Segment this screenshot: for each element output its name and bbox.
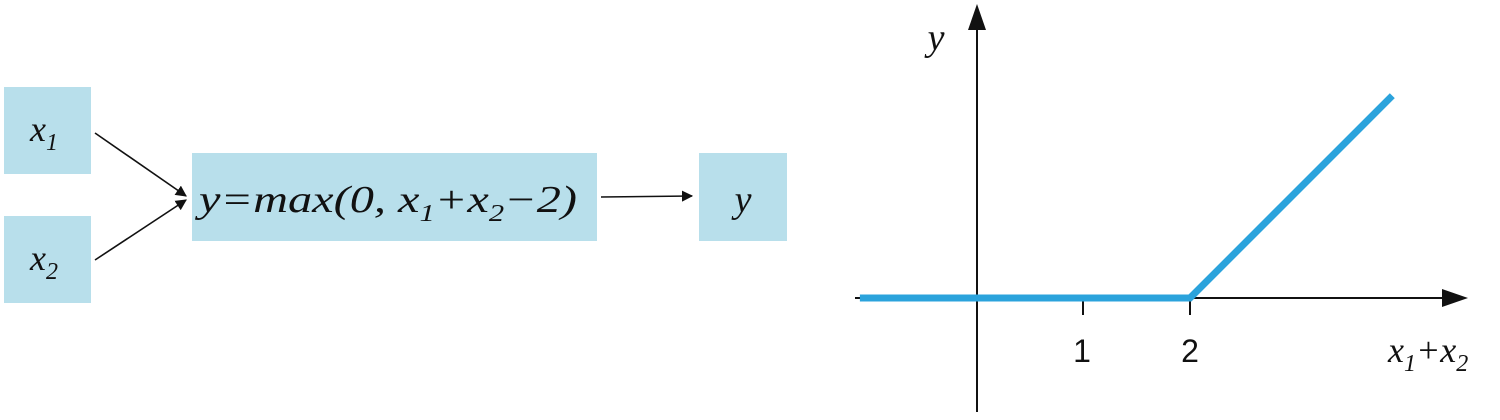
x-tick-label-1: 1 [1073,333,1091,369]
relu-graph: y x1+x2 1 2 [855,4,1468,412]
x-axis-label: x1+x2 [1387,330,1468,377]
output-y-label: y [731,179,752,221]
arrow-function-to-output [600,190,694,202]
input-box-x1: x1 [4,87,91,174]
output-box-y-bg [699,153,787,241]
function-box-bg [192,153,597,241]
y-axis-arrowhead [968,4,986,30]
input-x2-label: x2 [29,238,58,285]
y-axis-label: y [924,17,945,59]
arrow-x1-to-function [94,132,187,197]
input-box-x1-bg [4,87,91,174]
input-box-x2-bg [4,216,91,303]
x-axis-arrowhead [1442,289,1468,307]
arrow-x2-to-function [94,199,187,261]
output-box-y: y [699,153,787,241]
x-tick-label-2: 2 [1181,333,1199,369]
input-x1-label: x1 [29,109,58,156]
relu-curve-series-line [859,93,1395,302]
input-box-x2: x2 [4,216,91,303]
